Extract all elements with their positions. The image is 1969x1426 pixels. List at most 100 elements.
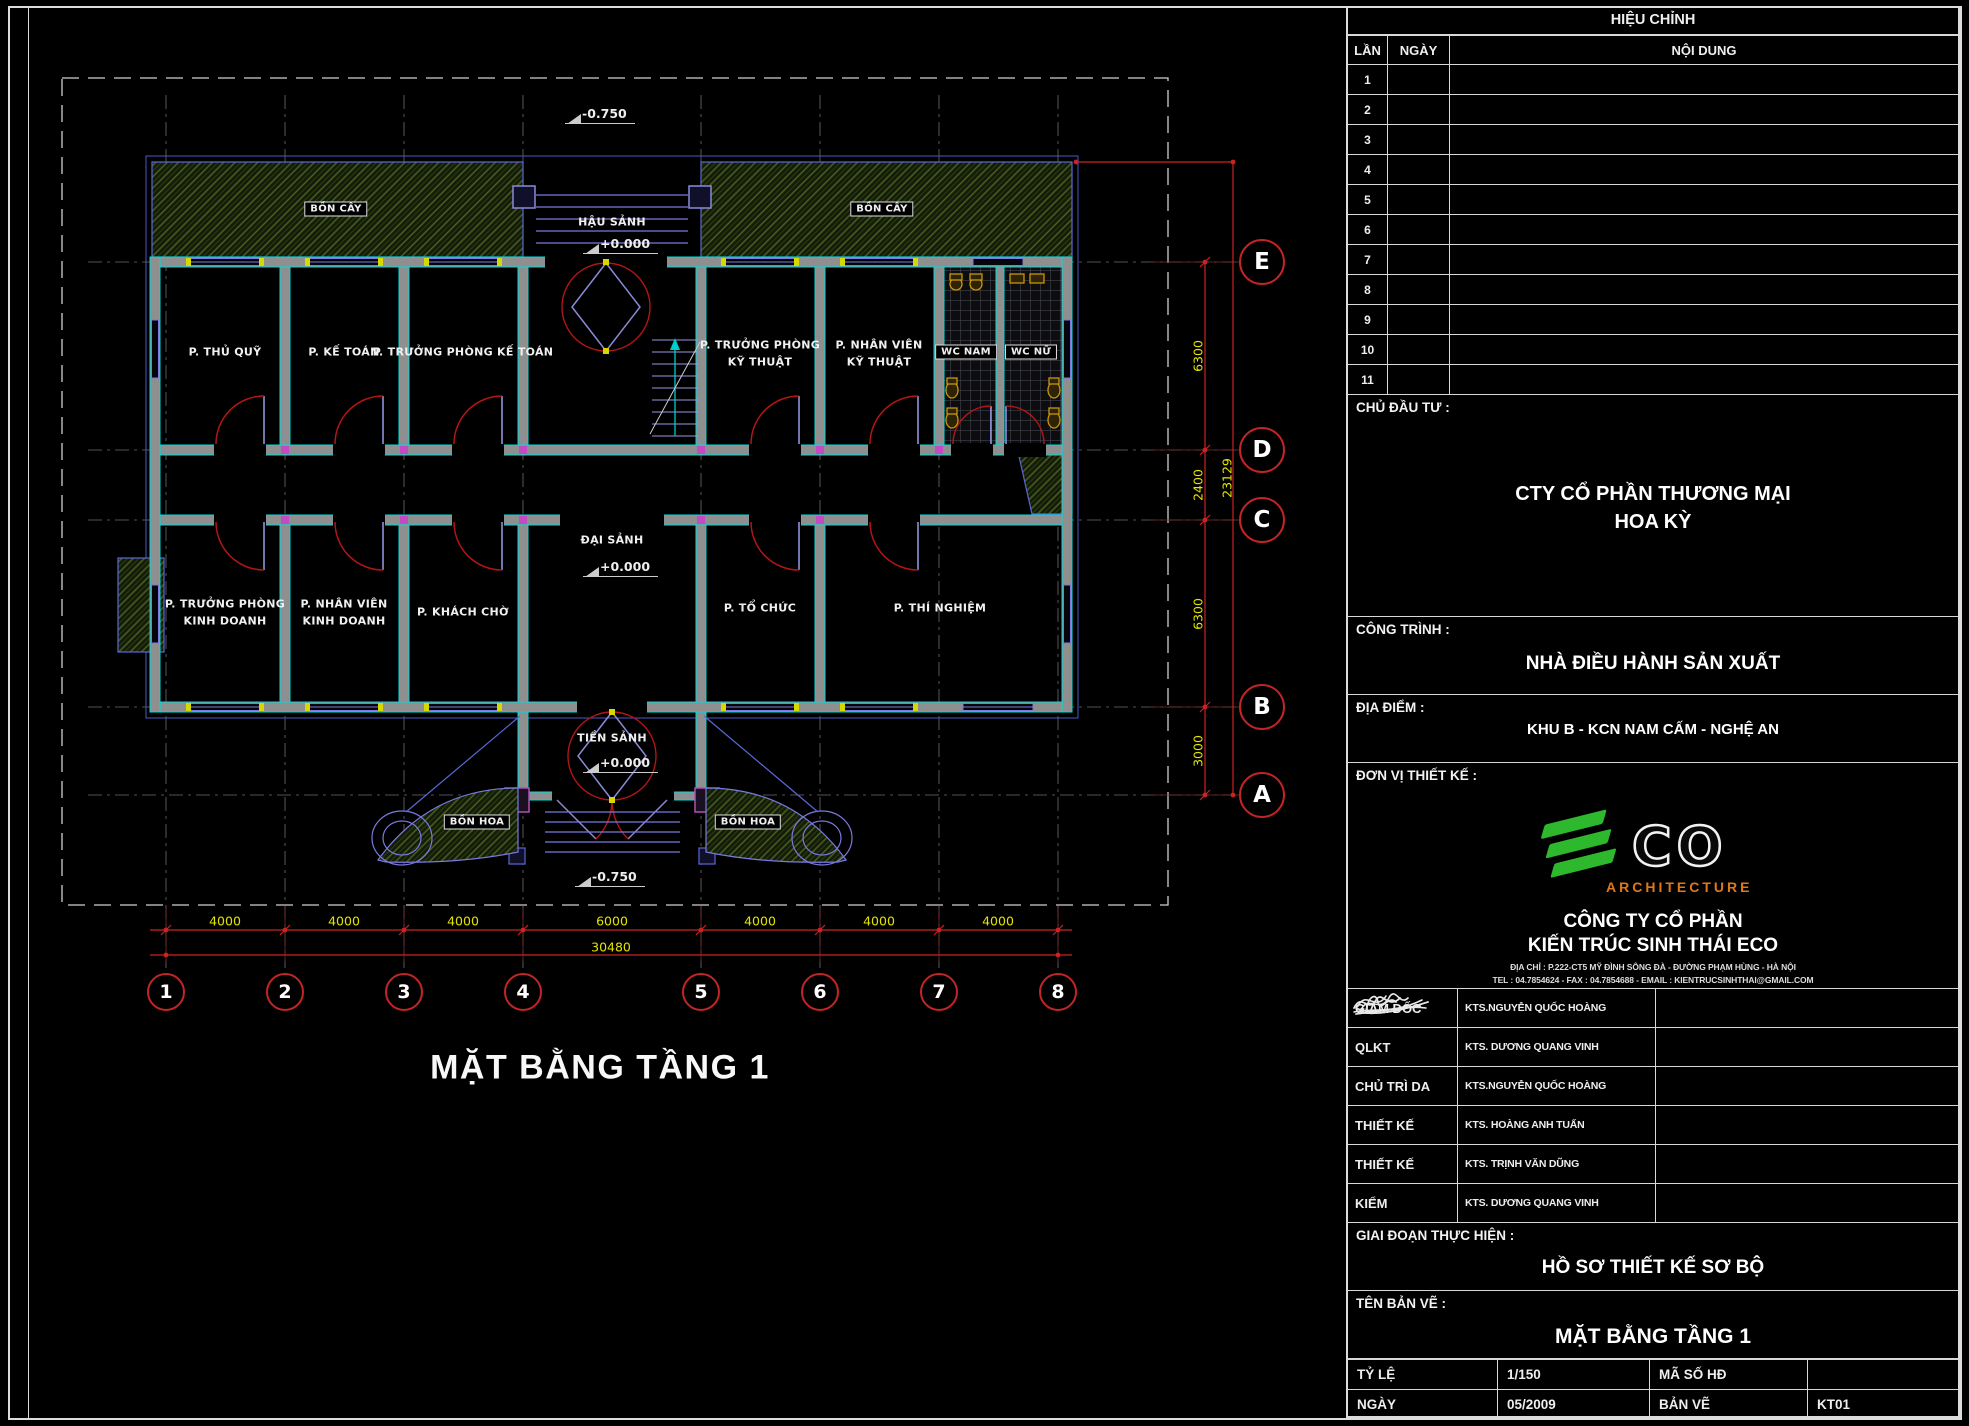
signature [1353,995,1958,1183]
eco-logo: CO ARCHITECTURE [1528,807,1778,899]
room-label-tp-ky-thuat-line2: KỸ THUẬT [727,355,793,369]
room-label-dai-sanh: ĐẠI SẢNH [580,533,644,547]
grid-bubble-e: E [1239,239,1285,285]
designer-label: ĐƠN VỊ THIẾT KẾ : [1356,768,1478,783]
dim-total-width: 30480 [591,939,631,955]
elevation-marker-bottom: -0.750 [575,866,645,887]
room-label-wc-nu: WC NỮ [1004,344,1058,360]
grid-bubble-4: 4 [504,973,542,1011]
revision-row: 3 [1348,124,1958,154]
signature [1353,996,1958,1105]
revision-title: HIỆU CHỈNH [1610,12,1696,28]
revision-row: 7 [1348,244,1958,274]
room-label-tp-kinh-doanh-line2: KINH DOANH [183,614,267,628]
signature [1353,989,1958,1027]
grid-bubble-2: 2 [266,973,304,1011]
dim-row-ed: 6300 [1190,340,1206,372]
grid-bubble-3: 3 [385,973,423,1011]
revision-row: 11 [1348,364,1958,394]
elevation-arrow-icon [577,877,591,887]
room-label-tp-ky-thuat-line1: P. TRƯỞNG PHÒNG [699,338,821,352]
site-boundary-line [61,77,1169,906]
elevation-marker-top: -0.750 [565,103,635,124]
walls [149,256,1073,801]
designer-company-line2: KIẾN TRÚC SINH THÁI ECO [1527,935,1779,956]
revision-row: 4 [1348,154,1958,184]
revision-row: 2 [1348,94,1958,124]
dim-total-height: 23129 [1219,458,1235,498]
client-label: CHỦ ĐẦU TƯ : [1356,400,1450,415]
dim-row-ba: 3000 [1190,735,1206,767]
room-label-thu-quy: P. THỦ QUỸ [188,345,262,359]
elevation-marker-hau-sanh: +0.000 [583,233,659,254]
dim-row-cb: 6300 [1190,598,1206,630]
grid-bubble-6: 6 [801,973,839,1011]
dim-row-dc: 2400 [1190,469,1206,501]
grid-bubble-1: 1 [147,973,185,1011]
date-value: 05/2009 [1498,1389,1650,1419]
room-label-nv-ky-thuat-line2: KỸ THUẬT [846,355,912,369]
room-label-nv-kinh-doanh-line1: P. NHÂN VIÊN [300,597,388,611]
location-section: ĐỊA ĐIỂM : KHU B - KCN NAM CẤM - NGHỆ AN [1348,694,1958,762]
designer-address: ĐỊA CHỈ : P.222-CT5 MỸ ĐÌNH SÔNG ĐÀ - ĐƯ… [1510,962,1796,972]
location-value: KHU B - KCN NAM CẤM - NGHỆ AN [1527,721,1779,738]
revision-row: 6 [1348,214,1958,244]
dim-bay-6: 4000 [863,913,895,929]
revision-row: 8 [1348,274,1958,304]
phase-section: GIAI ĐOẠN THỰC HIỆN : HỒ SƠ THIẾT KẾ SƠ … [1348,1222,1958,1290]
roof-overhang-line [145,155,1079,719]
phase-value: HỒ SƠ THIẾT KẾ SƠ BỘ [1541,1257,1765,1278]
sheet-name-section: TÊN BẢN VẼ : MẶT BẰNG TẦNG 1 [1348,1290,1958,1358]
dim-bay-5: 4000 [744,913,776,929]
window-end-ticks [186,258,918,711]
sheet-border [8,6,1962,1420]
elevation-marker-tien-sanh: +0.000 [583,752,659,773]
client-name-line2: HOA KỲ [1614,511,1692,533]
project-name: NHÀ ĐIỀU HÀNH SẢN XUẤT [1525,653,1781,674]
wall-openings [214,255,1046,802]
location-label: ĐỊA ĐIỂM : [1356,700,1425,715]
meta-table: TỶ LỆ 1/150 MÃ SỐ HĐ NGÀY 05/2009 BẢN VẼ… [1348,1358,1958,1419]
elevation-marker-dai-sanh: +0.000 [583,556,659,577]
sheet-no-label: BẢN VẼ [1650,1389,1808,1419]
elevation-arrow-icon [585,567,599,577]
revision-column-headers: LẦN NGÀY NỘI DUNG [1348,34,1958,64]
room-label-tp-ke-toan: P. TRƯỞNG PHÒNG KẾ TOÁN [372,345,554,359]
planter-label-right: BỒN CÂY [850,201,914,217]
elevation-arrow-icon [567,114,581,124]
room-label-nv-ky-thuat-line1: P. NHÂN VIÊN [835,338,923,352]
flower-bed-label-right: BỒN HOA [714,814,782,830]
sheet-no-value: KT01 [1808,1389,1958,1419]
revision-col-lan: LẦN [1348,35,1388,64]
grid-bubble-5: 5 [682,973,720,1011]
sheet-border-inner [28,6,29,1418]
designer-section: ĐƠN VỊ THIẾT KẾ : CO ARCHITECTURE CÔNG T… [1348,762,1958,988]
sheet-name-label: TÊN BẢN VẼ : [1356,1296,1447,1311]
revision-header: HIỆU CHỈNH [1348,8,1958,34]
dim-bay-3: 4000 [447,913,479,929]
revision-row: 5 [1348,184,1958,214]
revision-row: 1 [1348,64,1958,94]
room-label-tp-kinh-doanh-line1: P. TRƯỞNG PHÒNG [164,597,286,611]
flower-bed-label-left: BỒN HOA [443,814,511,830]
revision-col-noidung: NỘI DUNG [1450,35,1958,64]
wc-fixtures [945,273,1061,429]
dim-bay-7: 4000 [982,913,1014,929]
door-swings [215,395,1045,571]
grid-bubble-d: D [1239,427,1285,473]
revision-col-ngay: NGÀY [1388,35,1450,64]
project-label: CÔNG TRÌNH : [1356,622,1450,637]
room-label-wc-nam: WC NAM [935,344,997,360]
phase-label: GIAI ĐOẠN THỰC HIỆN : [1356,1228,1515,1243]
grid-bubble-7: 7 [920,973,958,1011]
project-section: CÔNG TRÌNH : NHÀ ĐIỀU HÀNH SẢN XUẤT [1348,616,1958,694]
signature [1355,995,1958,1066]
designer-company-line1: CÔNG TY CỔ PHẦN [1563,911,1743,932]
elevation-arrow-icon [585,244,599,254]
